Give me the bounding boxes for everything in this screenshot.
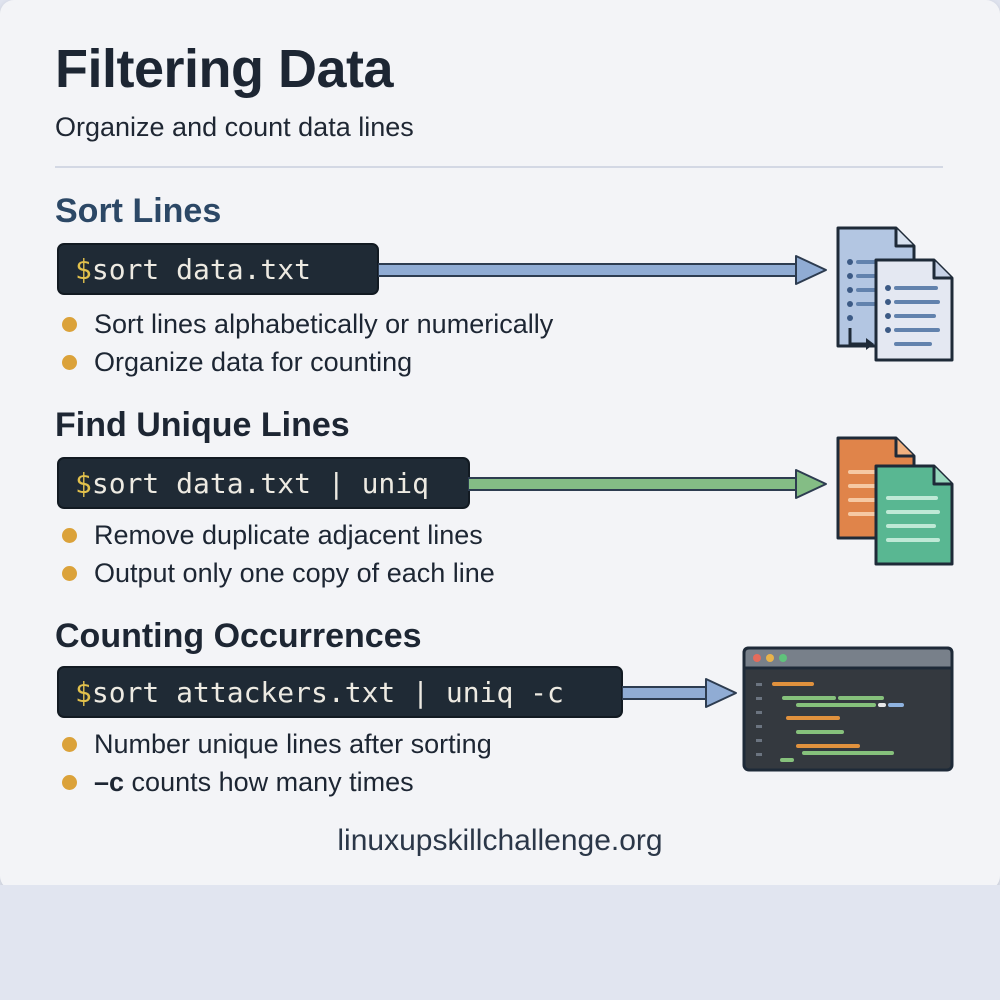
bullet-dot — [62, 736, 77, 752]
bullet-dot — [62, 774, 77, 790]
terminal-window-icon — [742, 646, 954, 772]
arrow-right-icon — [622, 678, 737, 708]
list-item: –c counts how many times — [62, 763, 492, 801]
bullet-list-sort: Sort lines alphabetically or numerically… — [62, 305, 553, 381]
command-count: $ sort attackers.txt | uniq -c — [57, 666, 623, 718]
command-text: sort data.txt — [91, 252, 312, 286]
arrow-right-icon — [468, 469, 827, 499]
arrow-right-icon — [378, 255, 827, 285]
list-item: Sort lines alphabetically or numerically — [62, 305, 553, 343]
list-item: Number unique lines after sorting — [62, 725, 492, 763]
command-text: sort attackers.txt | uniq -c — [91, 675, 564, 709]
prompt-symbol: $ — [75, 252, 92, 286]
bullet-list-count: Number unique lines after sorting –c cou… — [62, 725, 492, 801]
page-title: Filtering Data — [55, 39, 394, 99]
bullet-dot — [62, 354, 77, 370]
bottom-band — [0, 885, 1000, 1000]
bullet-dot — [62, 565, 77, 581]
page-subtitle: Organize and count data lines — [55, 112, 414, 142]
section-heading-count: Counting Occurrences — [55, 617, 422, 655]
list-item: Organize data for counting — [62, 343, 553, 381]
command-sort: $ sort data.txt — [57, 243, 379, 295]
documents-icon — [836, 226, 954, 362]
list-item: Remove duplicate adjacent lines — [62, 516, 495, 554]
prompt-symbol: $ — [75, 675, 92, 709]
file-copies-icon — [836, 436, 954, 566]
bullet-dot — [62, 527, 77, 543]
divider — [55, 166, 943, 168]
footer-site: linuxupskillchallenge.org — [337, 824, 663, 857]
bullet-list-unique: Remove duplicate adjacent lines Output o… — [62, 516, 495, 592]
list-item: Output only one copy of each line — [62, 554, 495, 592]
prompt-symbol: $ — [75, 466, 92, 500]
flag-text: –c — [94, 766, 125, 797]
bullet-dot — [62, 316, 77, 332]
command-uniq: $ sort data.txt | uniq — [57, 457, 470, 509]
section-heading-unique: Find Unique Lines — [55, 406, 350, 444]
section-heading-sort: Sort Lines — [55, 192, 222, 230]
command-text: sort data.txt | uniq — [91, 466, 430, 500]
